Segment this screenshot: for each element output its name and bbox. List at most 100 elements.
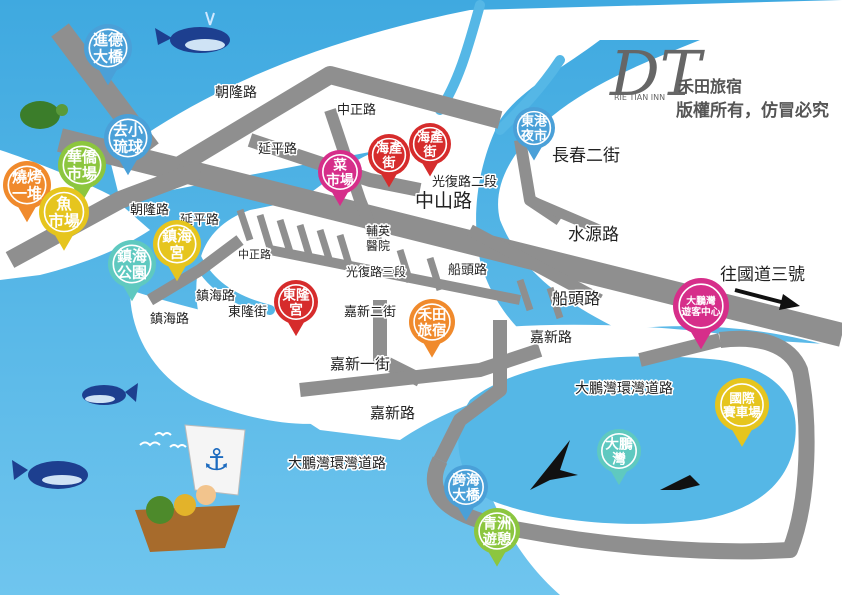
pin-zhenhai-temple[interactable]: 鎮海宮: [153, 220, 201, 282]
pin-fish-market[interactable]: 魚市場: [39, 187, 89, 251]
pin-label: 大橋: [93, 48, 123, 66]
pin-vegetable-market[interactable]: 菜市場: [318, 150, 362, 207]
pin-body: [513, 107, 555, 149]
pin-label: 夜市: [520, 128, 547, 144]
road-label-chuantou-1: 船頭路: [448, 262, 487, 278]
road-labels: 朝隆路中正路延平路光復路二段中山路長春二街水源路朝隆路延平路中正路光復路三段船頭…: [129, 84, 675, 474]
street-grid: [236, 208, 564, 320]
turtle-icon: [20, 101, 68, 129]
pin-dapeng-bay[interactable]: 大鵬灣: [597, 429, 641, 486]
pin-label: 灣: [612, 450, 626, 467]
road-jiaxin: [433, 320, 507, 464]
pin-label: 國際: [729, 391, 755, 406]
road-zhenhai: [146, 235, 244, 306]
pins: 進德大橋去小琉球華僑市場燒烤一堆魚市場鎮海公園鎮海宮菜市場海產街海產街東港夜市東…: [3, 24, 769, 567]
brand-copyright: 版權所有，仿冒必究: [676, 100, 829, 121]
svg-text:⚓: ⚓: [203, 443, 230, 478]
pin-ring: [7, 165, 47, 205]
pin-label: 菜: [332, 156, 347, 173]
road-label-shuiyuan: 水源路: [568, 225, 619, 245]
pin-label: 東隆: [282, 286, 310, 303]
pin-label: 市場: [326, 171, 354, 188]
pin-hetian-inn[interactable]: 禾田旅宿: [409, 299, 455, 358]
pin-label: 鎮海: [117, 247, 147, 265]
pin-label: 街: [422, 144, 436, 160]
pin-body: [715, 378, 769, 432]
pin-label: 旅宿: [418, 321, 447, 339]
pin-label: 遊憩: [483, 530, 512, 548]
road-label-zhongzheng-small: 中正路: [238, 248, 271, 261]
pin-label: 東港: [521, 114, 548, 130]
pin-body: [153, 220, 201, 268]
pin-body: [597, 429, 641, 473]
pin-ring: [478, 512, 516, 550]
pin-label: 市場: [48, 211, 80, 230]
swallow-icon: [530, 440, 700, 490]
pin-ring: [157, 224, 197, 264]
pin-label: 街: [381, 155, 395, 171]
pin-label: 去小: [113, 121, 143, 139]
brand-logo: DT: [609, 37, 706, 110]
road-label-yanping-top: 延平路: [258, 141, 297, 157]
pin-label: 魚: [56, 194, 72, 213]
pin-donglong-temple[interactable]: 東隆宮: [274, 280, 318, 337]
pin-ring: [412, 126, 448, 162]
hospital-line-2: 醫院: [366, 239, 390, 253]
pin-ring: [88, 28, 128, 68]
road-label-jiaxin-road: 嘉新路: [530, 330, 572, 346]
brand-logo-small: RIE TIAN INN: [614, 93, 665, 102]
road-label-donglong: 東隆街: [228, 304, 267, 320]
pin-label: 進德: [93, 31, 123, 49]
pin-body: [368, 134, 410, 176]
road-jiaxin-1: [299, 343, 543, 397]
road-label-zhongzheng-top: 中正路: [337, 102, 376, 118]
pin-ring: [112, 244, 152, 284]
hospital-line-1: 輔英: [366, 224, 390, 238]
south-peninsula: [130, 290, 350, 424]
pin-ring: [108, 118, 148, 158]
road-dapeng-east: [638, 333, 722, 367]
roads: [5, 23, 842, 560]
pin-body: [409, 123, 451, 165]
pin-label: 燒烤: [12, 168, 42, 186]
pin-label: 一堆: [12, 185, 42, 203]
sailboat-icon: ⚓: [135, 424, 246, 552]
pin-label: 青洲: [483, 514, 512, 532]
road-label-chaolong-left: 朝隆路: [130, 202, 169, 218]
hospital: 輔英 醫院: [365, 223, 392, 255]
road-label-zhongshan: 中山路: [415, 190, 472, 212]
road-label-jiaxin-road-2: 嘉新路: [370, 404, 415, 422]
road-shuiyuan: [528, 195, 602, 235]
pin-ring: [516, 110, 552, 146]
pin-ring: [278, 284, 314, 320]
pin-body: [39, 187, 89, 237]
road-zhongzheng: [324, 108, 386, 253]
direction-arrowhead-icon: [779, 294, 800, 310]
pin-seafood-street-1[interactable]: 海產街: [368, 134, 410, 188]
pin-label: 海產: [417, 130, 443, 146]
road-label-chuantou-2: 船頭路: [552, 289, 600, 308]
pin-body: [104, 114, 152, 162]
direction-arrow-icon: [734, 288, 786, 305]
road-north-2: [175, 66, 503, 173]
road-chaolong: [5, 161, 204, 268]
pin-body: [409, 299, 455, 345]
pin-ring: [448, 469, 484, 505]
pin-ring: [371, 137, 407, 173]
pin-seafood-street-2[interactable]: 海產街: [409, 123, 451, 177]
pin-ring: [720, 383, 764, 427]
whale-top-icon: [155, 11, 230, 53]
pin-ring: [413, 303, 451, 341]
pin-ring: [678, 283, 724, 329]
